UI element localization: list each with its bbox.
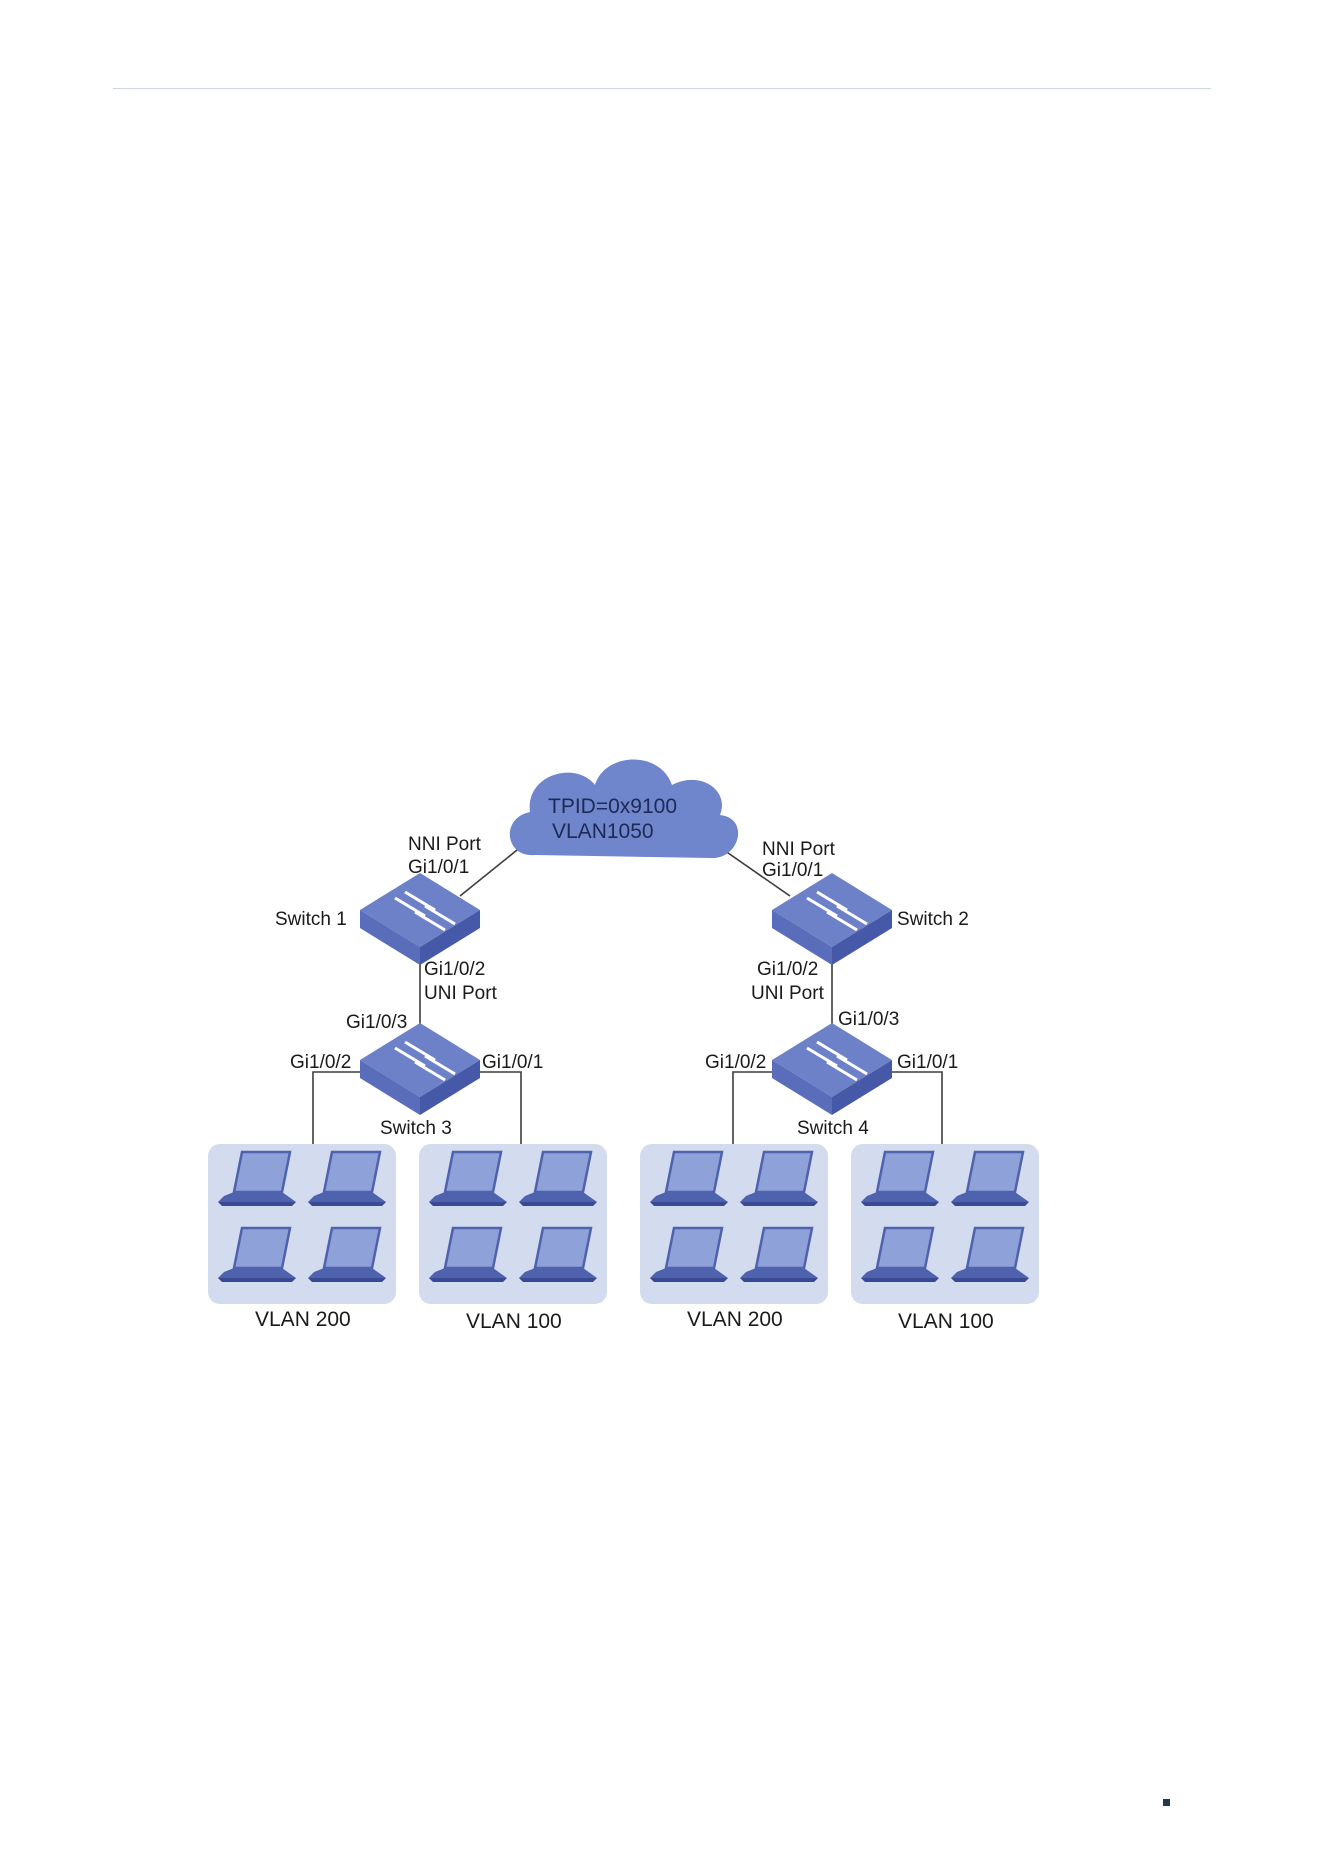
- vlan-group-3: [640, 1144, 828, 1304]
- switch-3-right-port: Gi1/0/1: [482, 1052, 543, 1073]
- switch-3-left-port: Gi1/0/2: [290, 1052, 351, 1073]
- vlan-group-1: [208, 1144, 396, 1304]
- cloud-label-tpid: TPID=0x9100: [548, 795, 677, 818]
- switch-3-uplink-port: Gi1/0/3: [346, 1012, 407, 1033]
- link-switch4-vlan200: [733, 1072, 775, 1148]
- vlan-group-2: [419, 1144, 607, 1304]
- vlan-group-3-label: VLAN 200: [687, 1308, 783, 1331]
- switch-1-icon: [360, 873, 480, 965]
- vlan-group-4-label: VLAN 100: [898, 1310, 994, 1333]
- switch-2-downlink-port: Gi1/0/2: [757, 959, 818, 980]
- switch-4-name: Switch 4: [797, 1118, 869, 1139]
- vlan-group-2-label: VLAN 100: [466, 1310, 562, 1333]
- switch-3-name: Switch 3: [380, 1118, 452, 1139]
- link-switch3-vlan200: [313, 1072, 362, 1148]
- switch-1-name: Switch 1: [275, 909, 347, 930]
- switch-4-uplink-port: Gi1/0/3: [838, 1009, 899, 1030]
- link-switch3-vlan100: [480, 1072, 521, 1148]
- switch-4-icon: [772, 1023, 892, 1115]
- switch-2-icon: [772, 873, 892, 965]
- link-switch4-vlan100: [892, 1072, 942, 1148]
- page-marker: [1163, 1799, 1170, 1806]
- switch-4-right-port: Gi1/0/1: [897, 1052, 958, 1073]
- vlan-group-4: [851, 1144, 1039, 1304]
- switch-2-uplink-type: NNI Port: [762, 839, 836, 860]
- switch-3-icon: [360, 1023, 480, 1115]
- switch-1-uplink-port: Gi1/0/1: [408, 857, 469, 878]
- switch-4-left-port: Gi1/0/2: [705, 1052, 766, 1073]
- vlan-group-1-label: VLAN 200: [255, 1308, 351, 1331]
- switch-2-downlink-type: UNI Port: [751, 983, 825, 1004]
- switch-2-uplink-port: Gi1/0/1: [762, 860, 823, 881]
- switch-1-downlink-type: UNI Port: [424, 983, 498, 1004]
- switch-1-downlink-port: Gi1/0/2: [424, 959, 485, 980]
- switch-2-name: Switch 2: [897, 909, 969, 930]
- switch-1-uplink-type: NNI Port: [408, 834, 482, 855]
- cloud-label-vlan: VLAN1050: [552, 820, 654, 843]
